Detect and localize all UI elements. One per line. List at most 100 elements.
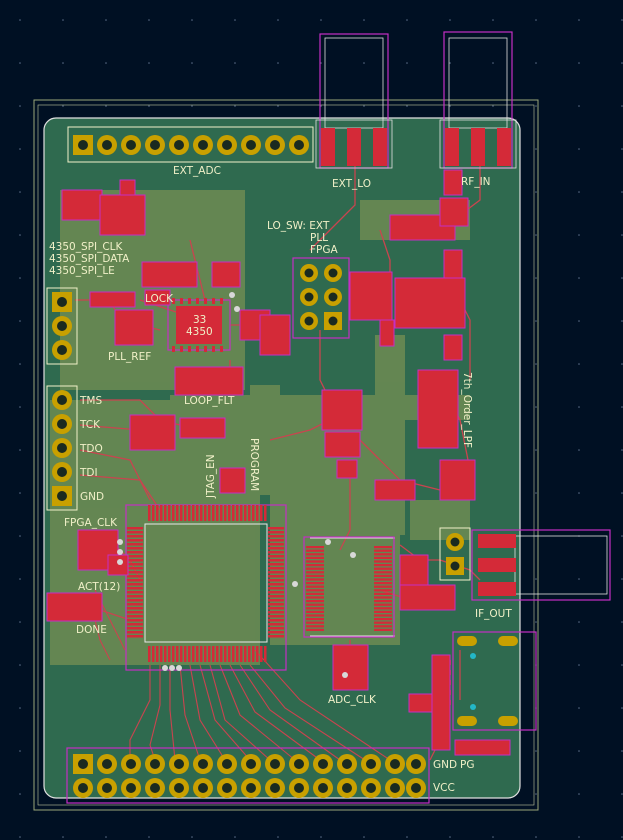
adc-pin [306,625,324,628]
adc-pin [306,621,324,624]
fpga-pin [208,505,211,521]
label-rf-in: RF_IN [461,176,491,188]
adc-pin [306,578,324,581]
fpga-pin [244,646,247,662]
label-pll-chip-bottom: 4350 [186,326,213,338]
label-tms: TMS [79,395,102,407]
adc-pin [374,592,392,595]
label-spi-le: 4350_SPI_LE [49,265,115,277]
fpga-pin [127,607,143,610]
adc-pin [374,556,392,559]
adc-pin [306,628,324,631]
fpga-pin [127,599,143,602]
fpga-pin [268,555,284,558]
fpga-pin [244,505,247,521]
fpga-pin [232,505,235,521]
lo-switch-header[interactable] [292,257,350,339]
fpga-pin [268,547,284,550]
fpga-pin [268,623,284,626]
fpga-pin [152,646,155,662]
adc-pin [306,564,324,567]
label-tck: TCK [79,419,101,431]
label-if-out: IF_OUT [475,608,512,620]
adc-pin [374,571,392,574]
fpga-pin [216,646,219,662]
fpga-pin [220,646,223,662]
adc-pin [306,607,324,610]
silkscreen: EXT_ADC EXT_LO RF_IN LO_SW: EXT PLL FPGA… [49,165,512,794]
fpga-pin [248,646,251,662]
fpga-pin [268,543,284,546]
adc-pin [306,589,324,592]
fpga-pin [268,595,284,598]
fpga-pin [148,505,151,521]
adc-pin [374,560,392,563]
fpga-pin [172,505,175,521]
fab-outline [33,99,539,811]
label-spi-clk: 4350_SPI_CLK [49,241,123,253]
fpga-pin [236,505,239,521]
adc-pin [374,614,392,617]
fpga-pin [228,505,231,521]
adc-pin [374,596,392,599]
fpga-pin [264,646,267,662]
fpga-pin [204,646,207,662]
fpga-pin [256,505,259,521]
label-lo-sw-ext: LO_SW: EXT [267,220,330,232]
adc-pin [374,574,392,577]
adc-chip[interactable] [303,536,395,638]
fpga-pin [216,505,219,521]
fpga-pin [268,603,284,606]
fpga-pin [260,646,263,662]
adc-pin [374,553,392,556]
fab-outline-inner [37,104,535,806]
label-gnd-jtag: GND [80,491,104,503]
label-spi-data: 4350_SPI_DATA [49,253,130,265]
jtag-header[interactable] [46,385,78,511]
fpga-pin [156,505,159,521]
fpga-pin [172,646,175,662]
pll-chip[interactable] [167,298,231,352]
fpga-chip[interactable] [125,504,287,671]
fpga-pin [252,505,255,521]
adc-pin [374,618,392,621]
fpga-pin [168,646,171,662]
adc-pin [306,610,324,613]
fpga-pin [212,646,215,662]
adc-pin [306,560,324,563]
ext-adc-header[interactable] [67,126,314,163]
fpga-pin [240,505,243,521]
fpga-pin [268,575,284,578]
fpga-fanout-traces [89,589,391,761]
label-program: PROGRAM [248,438,260,491]
fpga-pin [268,619,284,622]
fpga-pin [268,627,284,630]
adc-pin [374,582,392,585]
fpga-pin [184,505,187,521]
adc-pin [374,628,392,631]
fpga-pin [188,646,191,662]
if-out-connector[interactable] [471,529,611,601]
adc-pin [374,607,392,610]
fpga-pin [264,505,267,521]
fpga-pin [204,505,207,521]
fpga-pin [232,646,235,662]
fpga-pin [268,535,284,538]
rf-in-connector[interactable] [439,31,517,169]
if-out-header[interactable] [439,527,471,581]
spi-header[interactable] [46,287,78,365]
fpga-pin [184,646,187,662]
fpga-pin [127,531,143,534]
fpga-pin [127,595,143,598]
adc-pin [374,600,392,603]
label-ext-lo: EXT_LO [332,178,371,190]
fpga-pin [268,635,284,638]
bottom-header[interactable] [66,747,430,804]
label-pll-chip-top: 33 [193,314,206,326]
ext-lo-connector[interactable] [315,33,393,169]
fpga-pin [240,646,243,662]
adc-pin [306,549,324,552]
label-tdi: TDI [79,467,98,479]
fpga-pin [248,505,251,521]
